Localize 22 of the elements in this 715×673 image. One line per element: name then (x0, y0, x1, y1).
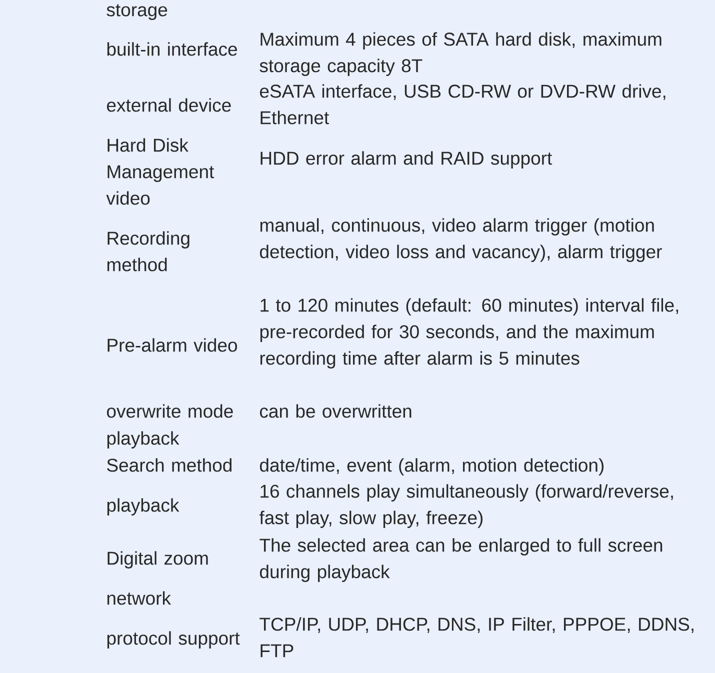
table-cell: HDD error alarm and RAID support (260, 151, 552, 168)
table-cell: Recording method (107, 231, 190, 272)
table-cell: overwrite mode (106, 404, 233, 418)
table-cell: external device (106, 98, 231, 112)
table-cell: TCP/IP, UDP, DHCP, DNS, IP Filter, PPPOE, DDNS, FTP (260, 617, 694, 658)
table-cell: video (106, 191, 150, 205)
table-cell: playback (107, 431, 180, 448)
table-cell: can be overwritten (260, 404, 412, 418)
table-cell: date/time, event (alarm, motion detection) (260, 458, 604, 476)
table-cell: eSATA interface, USB CD-RW or DVD-RW drive, Ethernet (260, 84, 666, 124)
table-cell: Pre-alarm video (108, 338, 237, 352)
table-cell: 1 to 120 minutes (default: 60 minutes) interval file, pre-recorded for 30 seconds, and the maximum recording time after alarm is 5 minutes (260, 298, 678, 368)
table-cell: 16 channels play simultaneously (forward/reverse, fast play, slow play, freeze) (259, 484, 673, 528)
table-cell: Digital zoom (108, 551, 208, 568)
table-cell: The selected area can be enlarged to full screen during playback (260, 538, 662, 582)
table-cell: network (107, 591, 171, 605)
table-cell: protocol support (107, 631, 240, 648)
table-cell: built-in interface (107, 42, 237, 56)
table-cell: storage (106, 4, 168, 20)
table-cell: playback (107, 498, 180, 516)
table-cell: manual, continuous, video alarm trigger (motion detection, video loss and vacancy), alarm trigger (260, 218, 662, 262)
table-cell: Search method (107, 458, 232, 472)
